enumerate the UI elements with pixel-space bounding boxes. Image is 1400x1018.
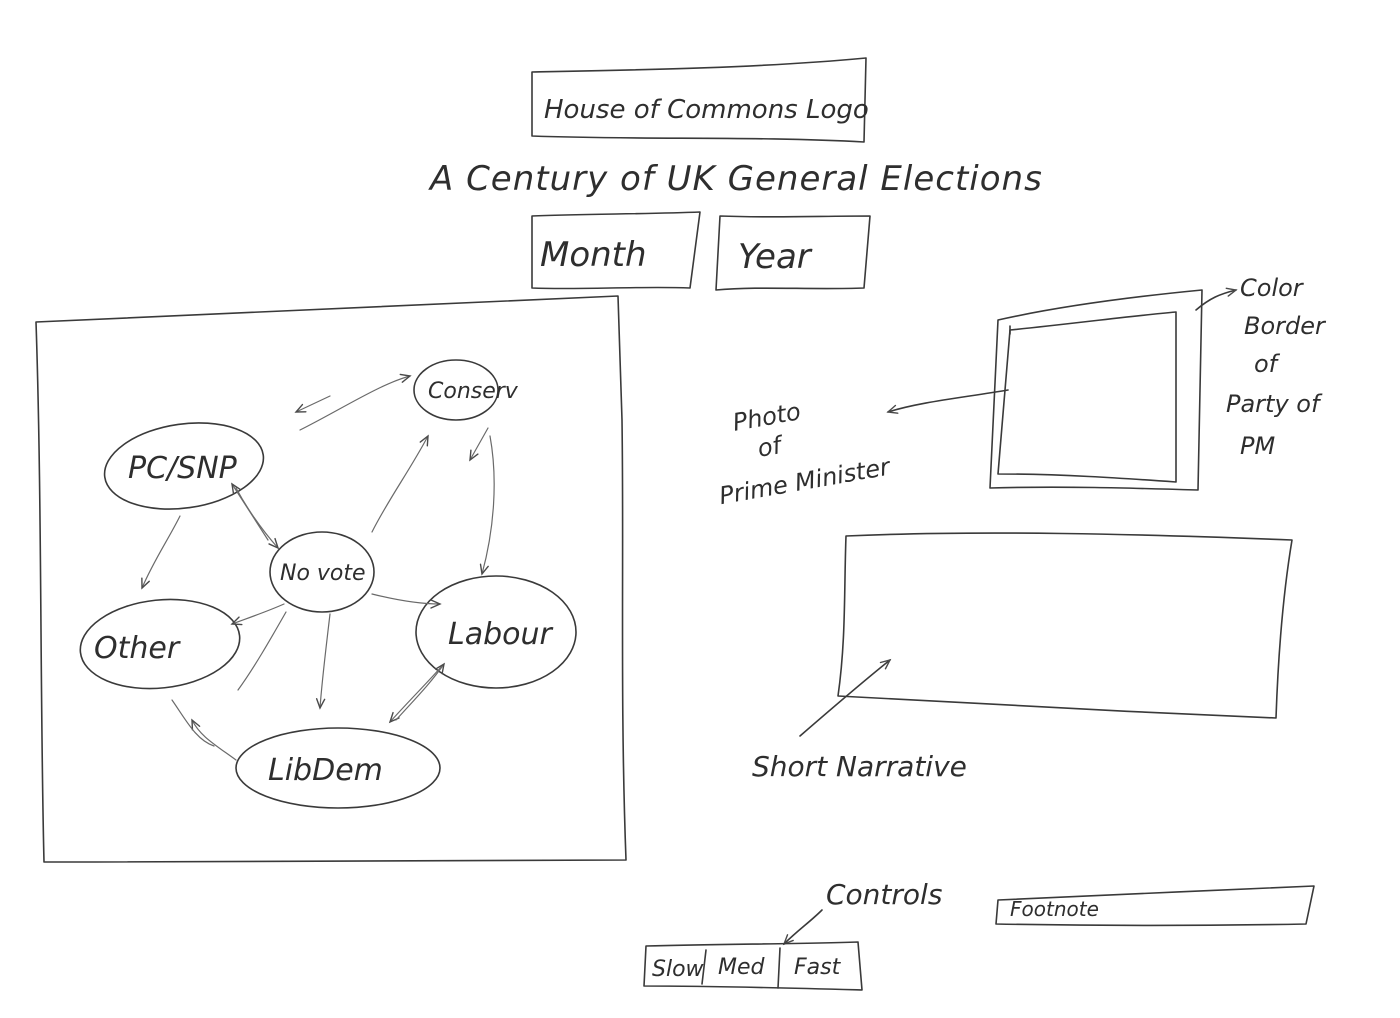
- border-annotation-line5: PM: [1240, 432, 1275, 460]
- border-annotation: Color Border of Party of PM: [1226, 274, 1327, 460]
- node-conserv-label: Conserv: [428, 379, 519, 404]
- border-annotation-line1: Color: [1240, 274, 1305, 302]
- border-annotation-line2: Border: [1244, 312, 1327, 340]
- speed-controls: [643, 941, 863, 991]
- logo-placeholder: House of Commons Logo: [531, 57, 869, 143]
- year-selector[interactable]: Year: [715, 215, 871, 291]
- controls-annotation: Controls: [826, 878, 942, 911]
- photo-annotation-arrow: [886, 389, 1009, 414]
- node-pc-snp[interactable]: PC/SNP: [99, 413, 269, 518]
- node-conserv[interactable]: Conserv: [413, 359, 519, 421]
- border-annotation-line3: of: [1254, 350, 1281, 378]
- node-other-label: Other: [94, 631, 181, 666]
- narrative-box: [837, 532, 1293, 719]
- node-labour-label: Labour: [448, 617, 554, 652]
- photo-annotation-line1: Photo: [731, 397, 803, 436]
- photo-annotation-line3: Prime Minister: [717, 452, 894, 510]
- node-other[interactable]: Other: [76, 592, 244, 696]
- speed-med-button[interactable]: Med: [718, 955, 766, 980]
- logo-placeholder-label: House of Commons Logo: [544, 95, 869, 125]
- page-title: A Century of UK General Elections: [428, 159, 1043, 199]
- pm-photo-frame: [989, 289, 1203, 491]
- speed-fast-button[interactable]: Fast: [794, 955, 842, 980]
- node-no-vote-label: No vote: [280, 561, 366, 586]
- controls-annotation-arrow: [782, 909, 823, 946]
- flow-arrows: [141, 373, 495, 761]
- footnote-label: Footnote: [1010, 897, 1099, 921]
- photo-annotation-line2: of: [755, 431, 786, 463]
- speed-slow-button[interactable]: Slow: [652, 957, 705, 982]
- node-pc-snp-label: PC/SNP: [128, 451, 238, 486]
- month-selector-label: Month: [540, 235, 647, 275]
- vote-flow-panel: [35, 295, 627, 863]
- narrative-annotation-arrow: [799, 658, 892, 737]
- footnote-box: Footnote: [995, 885, 1315, 927]
- year-selector-label: Year: [738, 237, 813, 277]
- border-annotation-line4: Party of: [1226, 390, 1323, 418]
- node-no-vote[interactable]: No vote: [269, 531, 375, 613]
- photo-annotation: Photo of Prime Minister: [717, 397, 894, 510]
- node-labour[interactable]: Labour: [415, 575, 577, 689]
- narrative-annotation: Short Narrative: [752, 750, 967, 783]
- border-annotation-arrow: [1195, 287, 1238, 311]
- month-selector[interactable]: Month: [531, 211, 701, 290]
- node-libdem-label: LibDem: [268, 753, 383, 788]
- node-libdem[interactable]: LibDem: [235, 727, 441, 809]
